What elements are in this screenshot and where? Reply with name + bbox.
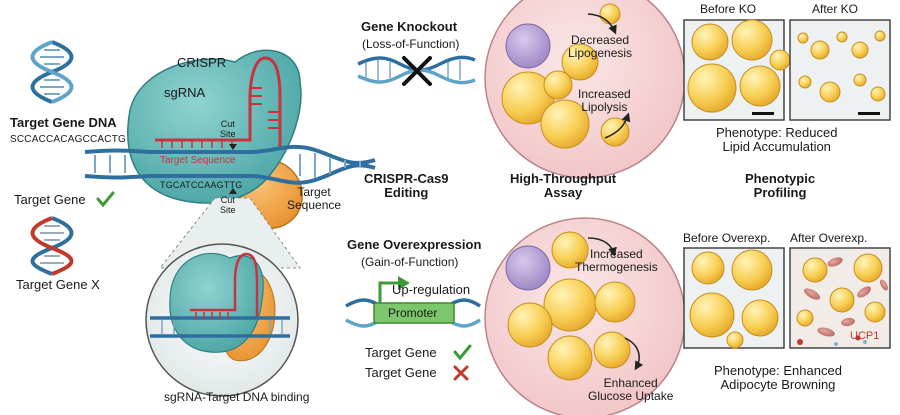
scale-bar-icon-2 xyxy=(858,112,880,115)
arrow-icon-glucose xyxy=(624,337,644,371)
before-ko-label: Before KO xyxy=(700,2,757,16)
assay-cell-top xyxy=(484,0,686,179)
panel-after-overexp xyxy=(789,247,891,349)
sgrna-label: sgRNA xyxy=(164,85,206,100)
upregulation-arrowhead xyxy=(398,276,410,290)
assay-label-lipogenesis: Decreased Lipogenesis xyxy=(568,33,633,61)
cut-site-top-marker xyxy=(229,144,237,150)
cut-site-bottom-marker xyxy=(229,188,237,194)
phenotype-top-label: Phenotype: Reduced Lipid Accumulation xyxy=(716,125,838,155)
target-gene-dna-sequence: SCCACCACAGCCACTG xyxy=(10,134,126,145)
arrow-icon-lipolysis xyxy=(604,112,631,139)
promoter-dna-icon xyxy=(345,298,481,328)
target-sequence-outer-label: Target Sequence xyxy=(287,185,342,213)
assay-label-lipolysis: Increased Lipolysis xyxy=(578,87,631,115)
cas9-complex xyxy=(127,49,303,230)
knockout-subtitle: (Loss-of-Function) xyxy=(362,37,460,51)
target-sequence-inner-label: Target Sequence xyxy=(160,155,236,166)
cross-icon-mid xyxy=(453,365,469,381)
target-gene-dna-title: Target Gene DNA xyxy=(10,115,117,130)
binding-caption: sgRNA-Target DNA binding xyxy=(164,390,310,404)
phenotype-bottom-label: Phenotype: Enhanced Adipocyte Browning xyxy=(714,363,842,393)
upregulation-arrow-icon xyxy=(378,281,400,303)
arrow-icon-lipogenesis xyxy=(587,13,617,35)
arrow-icon-thermogenesis xyxy=(587,237,617,257)
before-overexp-label: Before Overexp. xyxy=(683,231,771,245)
assay-label-glucose: Enhanced Glucose Uptake xyxy=(588,376,674,404)
overexpression-title: Gene Overexpression xyxy=(347,237,482,252)
profiling-title: Phenotypic Profiling xyxy=(745,171,816,201)
target-gene-x-label: Target Gene X xyxy=(16,277,100,292)
dna-helix-x-icon xyxy=(30,216,74,276)
mitochondria-icon xyxy=(797,257,888,346)
dna-helix-icon xyxy=(30,40,74,104)
panel-before-overexp xyxy=(683,247,785,349)
target-gene-cross-label: Target Gene xyxy=(365,365,437,380)
check-icon-mid xyxy=(453,344,472,361)
target-dna-strand xyxy=(84,144,376,185)
upregulation-label: Up-regulation xyxy=(392,282,471,297)
crispr-label: CRISPR xyxy=(177,55,227,70)
after-overexp-label: After Overexp. xyxy=(790,231,868,245)
zoom-circle xyxy=(145,243,299,397)
editing-label: CRISPR-Cas9 Editing xyxy=(364,171,449,201)
assay-title: High-Throughput Assay xyxy=(510,171,617,201)
target-gene-label: Target Gene xyxy=(14,192,86,207)
target-gene-check-label: Target Gene xyxy=(365,345,437,360)
panel-before-ko xyxy=(683,19,791,121)
assay-label-thermogenesis: Increased Thermogenesis xyxy=(575,247,658,275)
cut-site-bottom-label: Cut Site xyxy=(220,195,236,215)
after-ko-label: After KO xyxy=(812,2,859,16)
scale-bar-icon xyxy=(752,112,774,115)
promoter-label: Promoter xyxy=(388,306,438,320)
cut-site-top-label: Cut Site xyxy=(220,119,236,139)
strand-sequence: TGCATCCAAGTTG xyxy=(160,180,243,190)
overexpression-subtitle: (Gain-of-Function) xyxy=(361,255,459,269)
panel-after-ko xyxy=(789,19,891,121)
knockout-title: Gene Knockout xyxy=(361,19,458,34)
ucp1-label: UCP1 xyxy=(850,330,880,342)
check-icon xyxy=(96,191,115,208)
knockout-cross-icon xyxy=(402,56,432,86)
